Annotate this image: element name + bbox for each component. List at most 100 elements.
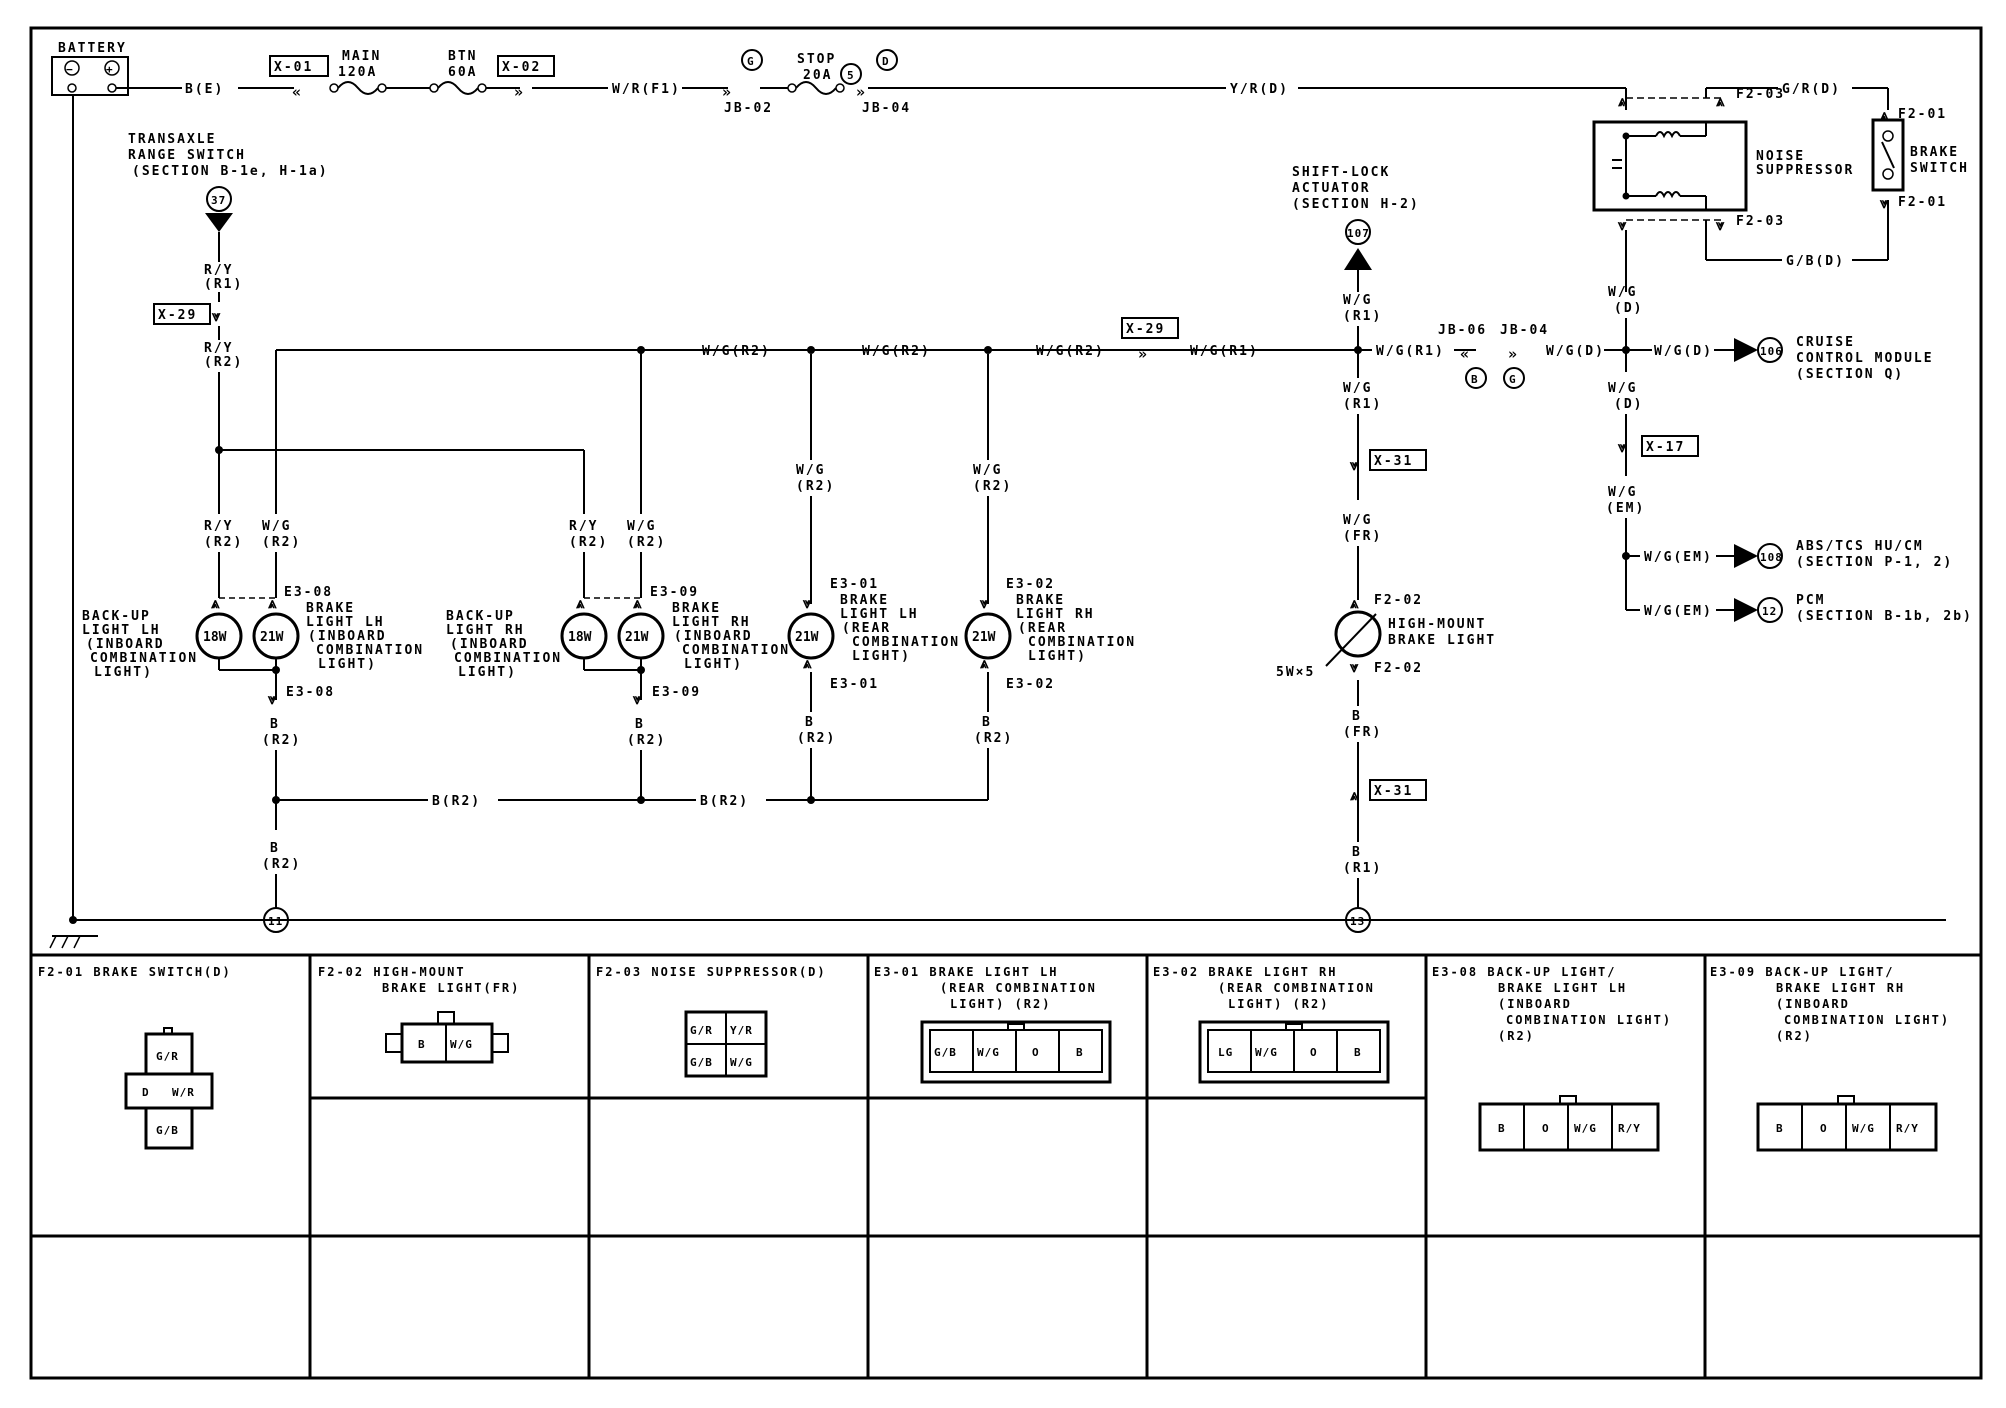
wire-label-wg-rh: W/G — [627, 519, 656, 534]
brake-rh-rear-label-1: BRAKE — [1016, 593, 1065, 608]
svg-text:⩓: ⩓ — [575, 594, 586, 612]
pin-f2-01-bottom: F2-01 — [1898, 195, 1947, 210]
cruise-ref-circle — [1757, 337, 1783, 363]
wire-label-wg-em: W/G — [1608, 485, 1637, 500]
wire-label-wg-d-v: W/G — [1608, 381, 1637, 396]
cruise-label-2: CONTROL MODULE — [1796, 351, 1934, 366]
noise-suppressor-label-2: SUPPRESSOR — [1756, 163, 1854, 178]
svg-text:⩔: ⩔ — [632, 690, 643, 708]
bulb-brake-rh-rear-rating: 21W — [972, 630, 996, 645]
wire-label-w-g-d-top-2: (D) — [1614, 301, 1643, 316]
noise-suppressor — [1592, 120, 1748, 212]
svg-text:»: » — [1508, 345, 1519, 363]
bulb-brake-rh-rear — [964, 612, 1012, 660]
wire-label-wg-r2-2: W/G(R2) — [862, 344, 931, 359]
wire-label-r-y-r2-2: (R2) — [204, 355, 243, 370]
wire-label-wg-fr: W/G — [1343, 513, 1372, 528]
wire-label-wg-lh-2: (R2) — [262, 535, 301, 550]
highmount-label-2: BRAKE LIGHT — [1388, 633, 1496, 648]
table-title-e3-01-3: LIGHT) (R2) — [950, 997, 1051, 1011]
wire-label-b-e302-2: (R2) — [974, 731, 1013, 746]
wire-label-wg-r1-v-2: (R1) — [1343, 309, 1382, 324]
brake-rh-inboard-label-3: (INBOARD — [674, 629, 753, 644]
ground-symbol-main — [49, 935, 98, 949]
wire-label-y-r-d: Y/R(D) — [1230, 82, 1289, 97]
brake-lh-rear-label-3: (REAR — [842, 621, 891, 636]
table-title-e3-02: E3-02 BRAKE LIGHT RH — [1153, 965, 1338, 979]
svg-text:⩔: ⩔ — [979, 594, 990, 612]
f2-02-pin-1: B — [418, 1038, 426, 1051]
table-title-e3-09-4: COMBINATION LIGHT) — [1784, 1013, 1950, 1027]
wire-label-b-r1: B — [1352, 845, 1362, 860]
wire-label-g-b-d: G/B(D) — [1786, 254, 1845, 269]
connector-jb04-mid: JB-04 — [1500, 323, 1549, 338]
connector-box-x31-top — [1369, 449, 1427, 471]
noise-suppressor-label-1: NOISE — [1756, 149, 1805, 164]
fuse-btn-name: BTN — [448, 49, 477, 64]
f2-03-pin-3: G/B — [690, 1056, 713, 1069]
wire-label-wg-fr-2: (FR) — [1343, 529, 1382, 544]
wire-label-w-g-d-top: W/G — [1608, 285, 1637, 300]
connector-x29-left: X-29 — [158, 308, 197, 323]
connector-box-x29-mid — [1121, 317, 1179, 339]
table-title-f2-03: F2-03 NOISE SUPPRESSOR(D) — [596, 965, 827, 979]
table-title-e3-01-2: (REAR COMBINATION — [940, 981, 1097, 995]
wire-label-b-fr-2: (FR) — [1343, 725, 1382, 740]
pin-e3-09-top: E3-09 — [650, 585, 699, 600]
svg-text:⩓: ⩓ — [632, 594, 643, 612]
transaxle-label-3: (SECTION B-1e, H-1a) — [132, 164, 329, 179]
f2-01-pin-3: W/R — [172, 1086, 195, 1099]
wire-label-b-fr: B — [1352, 709, 1362, 724]
highmount-label-1: HIGH-MOUNT — [1388, 617, 1486, 632]
wire-label-ry-lh: R/Y — [204, 519, 233, 534]
cruise-arrow-icon — [1734, 338, 1758, 362]
brake-switch-label-2: SWITCH — [1910, 161, 1969, 176]
backup-rh-label-4: COMBINATION — [454, 651, 562, 666]
e3-08-pin-4: R/Y — [1618, 1122, 1641, 1135]
svg-text:»: » — [1138, 345, 1149, 363]
bulb-backup-lh-rating: 18W — [203, 630, 227, 645]
connector-x02: X-02 — [502, 60, 541, 75]
wire-label-w-r-f1: W/R(F1) — [612, 82, 681, 97]
wire-label-b-r2-2: B(R2) — [700, 794, 749, 809]
table-title-e3-09-5: (R2) — [1776, 1029, 1813, 1043]
svg-text:«: « — [1460, 345, 1471, 363]
wire-label-b-rh-2: (R2) — [627, 733, 666, 748]
svg-text:⩔: ⩔ — [802, 594, 813, 612]
wire-label-b-e301-2: (R2) — [797, 731, 836, 746]
pin-e3-08-top: E3-08 — [284, 585, 333, 600]
fuse-btn-rating: 60A — [448, 65, 477, 80]
wire-label-wg-r1-1: W/G(R1) — [1190, 344, 1259, 359]
brake-rh-rear-label-3: (REAR — [1018, 621, 1067, 636]
cruise-label-1: CRUISE — [1796, 335, 1855, 350]
wire-label-wg-r1-v2: W/G — [1343, 381, 1372, 396]
wire-label-wg-e302-2: (R2) — [973, 479, 1012, 494]
connector-b-jb: B — [1471, 373, 1479, 386]
bulb-high-mount-rating: 5W×5 — [1276, 665, 1315, 680]
pin-e3-01-top: E3-01 — [830, 577, 879, 592]
pin-f2-03-bottom: F2-03 — [1736, 214, 1785, 229]
f2-01-pin-2: D — [142, 1086, 150, 1099]
pcm-ref-number: 12 — [1762, 605, 1777, 618]
fuse-stop-rating: 20A — [803, 68, 832, 83]
fuse-main-name: MAIN — [342, 49, 381, 64]
wire-label-g-r-d: G/R(D) — [1782, 82, 1841, 97]
f2-01-pin-4: G/B — [156, 1124, 179, 1137]
wire-label-wg-em-pcm: W/G(EM) — [1644, 604, 1713, 619]
svg-text:»: » — [856, 83, 867, 101]
table-title-e3-08-3: (INBOARD — [1498, 997, 1572, 1011]
wire-label-b-e302: B — [982, 715, 992, 730]
wire-label-b-r1-2: (R1) — [1343, 861, 1382, 876]
table-title-f2-01: F2-01 BRAKE SWITCH(D) — [38, 965, 232, 979]
wire-label-ry-rh-2: (R2) — [569, 535, 608, 550]
transaxle-ref-number: 37 — [211, 194, 226, 207]
svg-text:⩔: ⩔ — [1617, 438, 1628, 456]
ground-point-13 — [1345, 907, 1371, 933]
bulb-high-mount — [1334, 610, 1382, 658]
f2-03-pin-1: G/R — [690, 1024, 713, 1037]
connector-g-jb: G — [1509, 373, 1517, 386]
svg-text:⩓: ⩓ — [802, 654, 813, 672]
brake-lh-rear-label-1: BRAKE — [840, 593, 889, 608]
wire-label-b-lh-2: (R2) — [262, 733, 301, 748]
table-title-e3-02-2: (REAR COMBINATION — [1218, 981, 1375, 995]
